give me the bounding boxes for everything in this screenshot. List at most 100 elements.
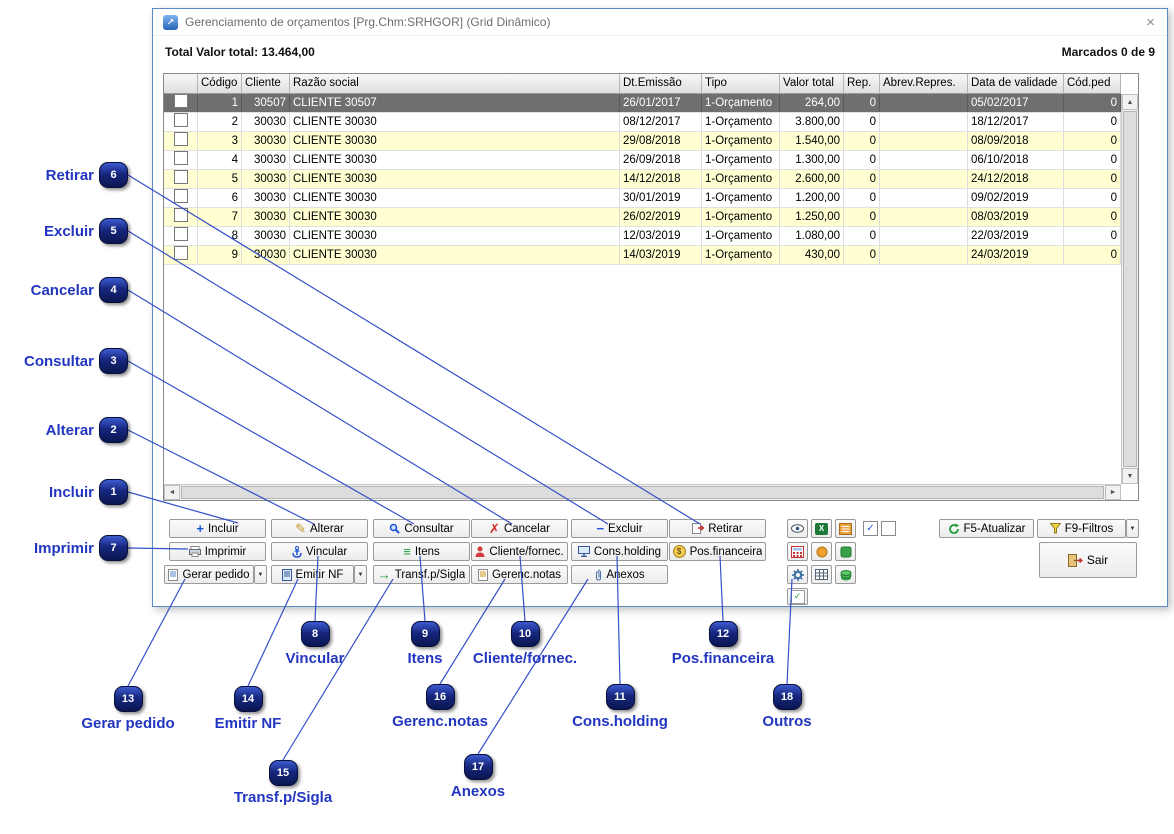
emitir-nf-button[interactable]: Emitir NF xyxy=(271,565,354,584)
column-header-tipo[interactable]: Tipo xyxy=(702,74,780,94)
eye-button[interactable] xyxy=(787,519,808,538)
marked-count-label: Marcados 0 de 9 xyxy=(1062,45,1155,59)
up-arrow-icon: ▲ xyxy=(1127,99,1134,106)
column-header-check[interactable] xyxy=(164,74,198,94)
cell-cliente: 30030 xyxy=(242,208,290,226)
anexos-button[interactable]: Anexos xyxy=(571,565,668,584)
table-row[interactable]: 830030CLIENTE 3003012/03/20191-Orçamento… xyxy=(164,227,1121,246)
gerar-pedido-dropdown[interactable]: ▼ xyxy=(254,565,267,584)
alterar-button[interactable]: ✎ Alterar xyxy=(271,519,368,538)
scroll-down-button[interactable]: ▼ xyxy=(1122,468,1138,484)
gear-button[interactable] xyxy=(787,565,808,584)
incluir-button[interactable]: + Incluir xyxy=(169,519,266,538)
row-checkbox[interactable] xyxy=(174,113,188,127)
horizontal-scrollbar-thumb[interactable] xyxy=(181,486,1104,499)
callout-label: Outros xyxy=(762,713,811,730)
gerenc-notas-button[interactable]: Gerenc.notas xyxy=(471,565,568,584)
f9-filters-dropdown[interactable]: ▼ xyxy=(1126,519,1139,538)
row-checkbox[interactable] xyxy=(174,227,188,241)
retirar-button[interactable]: Retirar xyxy=(669,519,766,538)
tag-button[interactable] xyxy=(835,542,856,561)
excluir-button[interactable]: − Excluir xyxy=(571,519,668,538)
summary-bar: Total Valor total: 13.464,00 Marcados 0 … xyxy=(153,35,1167,69)
cancelar-button[interactable]: ✗ Cancelar xyxy=(471,519,568,538)
vertical-scrollbar-thumb[interactable] xyxy=(1123,111,1137,467)
row-checkbox[interactable] xyxy=(174,170,188,184)
f5-refresh-button[interactable]: F5-Atualizar xyxy=(939,519,1034,538)
row-checkbox-cell[interactable] xyxy=(164,113,198,131)
left-arrow-icon: ◄ xyxy=(169,489,176,496)
consultar-label: Consultar xyxy=(404,523,453,535)
table-row[interactable]: 530030CLIENTE 3003014/12/20181-Orçamento… xyxy=(164,170,1121,189)
table-row[interactable]: 730030CLIENTE 3003026/02/20191-Orçamento… xyxy=(164,208,1121,227)
row-checkbox[interactable] xyxy=(174,151,188,165)
titlebar[interactable]: ↗ Gerenciamento de orçamentos [Prg.Chm:S… xyxy=(153,9,1167,36)
f9-filters-button[interactable]: F9-Filtros xyxy=(1037,519,1126,538)
cons-holding-button[interactable]: Cons.holding xyxy=(571,542,668,561)
row-checkbox-cell[interactable] xyxy=(164,246,198,264)
plus-icon: + xyxy=(196,522,204,535)
row-checkbox-cell[interactable] xyxy=(164,94,198,112)
column-header-codped[interactable]: Cód.ped xyxy=(1064,74,1121,94)
callout-cliente-fornec: 10 Cliente/fornec. xyxy=(465,621,585,667)
check-button[interactable]: ✓ xyxy=(787,588,808,605)
consultar-button[interactable]: Consultar xyxy=(373,519,470,538)
pencil-icon: ✎ xyxy=(295,522,306,535)
cliente-fornec-button[interactable]: Cliente/fornec. xyxy=(471,542,568,561)
calculator-button[interactable] xyxy=(787,542,808,561)
callout-label: Vincular xyxy=(286,650,345,667)
vincular-button[interactable]: Vincular xyxy=(271,542,368,561)
horizontal-scrollbar[interactable]: ◄ ► xyxy=(164,484,1121,500)
table-row[interactable]: 130507CLIENTE 3050726/01/20171-Orçamento… xyxy=(164,94,1121,113)
select-all-checkbox[interactable]: ✓ xyxy=(863,521,878,536)
table-row[interactable]: 930030CLIENTE 3003014/03/20191-Orçamento… xyxy=(164,246,1121,265)
callout-label: Emitir NF xyxy=(215,715,282,732)
report-button[interactable] xyxy=(835,519,856,538)
vertical-scrollbar[interactable]: ▲ ▼ xyxy=(1121,94,1138,484)
transf-sigla-button[interactable]: → Transf.p/Sigla xyxy=(373,565,470,584)
hand-button[interactable] xyxy=(811,542,832,561)
column-header-validade[interactable]: Data de validade xyxy=(968,74,1064,94)
row-checkbox-cell[interactable] xyxy=(164,151,198,169)
money-button[interactable] xyxy=(835,565,856,584)
cell-cliente: 30030 xyxy=(242,246,290,264)
column-header-razao[interactable]: Razão social xyxy=(290,74,620,94)
emitir-nf-dropdown[interactable]: ▼ xyxy=(354,565,367,584)
imprimir-button[interactable]: Imprimir xyxy=(169,542,266,561)
row-checkbox[interactable] xyxy=(174,246,188,260)
excel-export-button[interactable]: X xyxy=(811,519,832,538)
scroll-right-button[interactable]: ► xyxy=(1105,485,1121,500)
list-icon: ≡ xyxy=(403,545,411,558)
column-header-valor[interactable]: Valor total xyxy=(780,74,844,94)
row-checkbox[interactable] xyxy=(174,208,188,222)
table-row[interactable]: 330030CLIENTE 3003029/08/20181-Orçamento… xyxy=(164,132,1121,151)
table-row[interactable]: 230030CLIENTE 3003008/12/20171-Orçamento… xyxy=(164,113,1121,132)
table-row[interactable]: 630030CLIENTE 3003030/01/20191-Orçamento… xyxy=(164,189,1121,208)
column-header-rep[interactable]: Rep. xyxy=(844,74,880,94)
data-grid: CódigoClienteRazão socialDt.EmissãoTipoV… xyxy=(163,73,1139,501)
itens-button[interactable]: ≡ Itens xyxy=(373,542,470,561)
column-header-codigo[interactable]: Código xyxy=(198,74,242,94)
clear-selection-checkbox[interactable] xyxy=(881,521,896,536)
row-checkbox[interactable] xyxy=(174,189,188,203)
row-checkbox-cell[interactable] xyxy=(164,208,198,226)
gerar-pedido-button[interactable]: Gerar pedido xyxy=(164,565,254,584)
row-checkbox-cell[interactable] xyxy=(164,170,198,188)
row-checkbox-cell[interactable] xyxy=(164,189,198,207)
pos-financeira-button[interactable]: $ Pos.financeira xyxy=(669,542,766,561)
column-header-cliente[interactable]: Cliente xyxy=(242,74,290,94)
row-checkbox[interactable] xyxy=(174,94,188,108)
close-icon[interactable]: × xyxy=(1144,14,1157,31)
column-header-emissao[interactable]: Dt.Emissão xyxy=(620,74,702,94)
column-header-abrev[interactable]: Abrev.Repres. xyxy=(880,74,968,94)
sair-button[interactable]: Sair xyxy=(1039,542,1137,578)
grid-body: 130507CLIENTE 3050726/01/20171-Orçamento… xyxy=(164,94,1121,265)
scroll-up-button[interactable]: ▲ xyxy=(1122,94,1138,110)
cell-razao: CLIENTE 30030 xyxy=(290,208,620,226)
row-checkbox-cell[interactable] xyxy=(164,227,198,245)
row-checkbox[interactable] xyxy=(174,132,188,146)
row-checkbox-cell[interactable] xyxy=(164,132,198,150)
table-row[interactable]: 430030CLIENTE 3003026/09/20181-Orçamento… xyxy=(164,151,1121,170)
grid-config-button[interactable] xyxy=(811,565,832,584)
scroll-left-button[interactable]: ◄ xyxy=(164,485,180,500)
